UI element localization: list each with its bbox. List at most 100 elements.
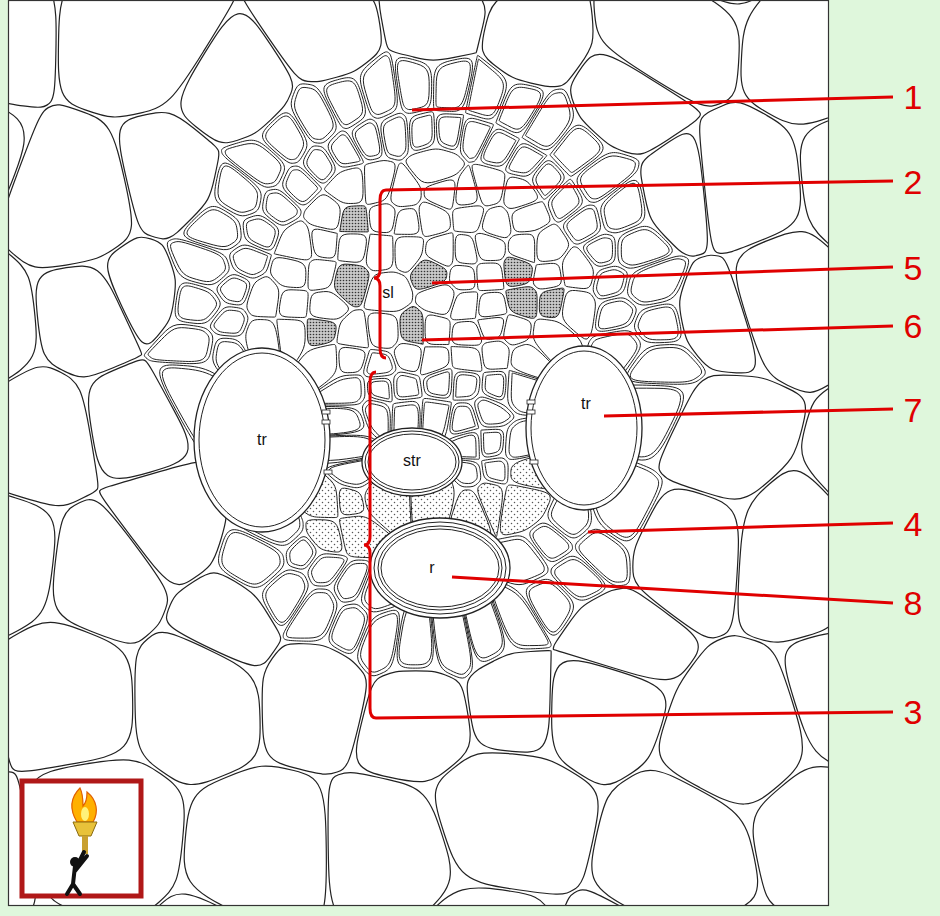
companion-cell <box>340 206 369 232</box>
sclerenchyma-cell <box>308 554 347 586</box>
sclerenchyma-cell <box>144 324 212 363</box>
cell-lumen <box>363 56 395 115</box>
phloem-cell <box>504 177 538 208</box>
cell-lumen <box>439 117 461 146</box>
parenchyma-cell <box>9 367 98 506</box>
phloem-cell <box>452 321 482 345</box>
phloem-cell <box>419 202 450 236</box>
cell-lumen <box>266 116 304 160</box>
sclerenchyma-cell <box>475 397 514 427</box>
sclerenchyma-cell <box>634 304 681 343</box>
sclerenchyma-cell <box>423 369 452 398</box>
phloem-cell <box>504 315 531 345</box>
torch-icon <box>22 781 141 896</box>
phloem-cell <box>478 318 504 340</box>
vessels <box>194 346 642 618</box>
cell-lumen <box>355 123 379 156</box>
cell-lumen <box>312 557 344 583</box>
cell-lumen <box>587 238 613 263</box>
cell-label: str <box>403 453 421 469</box>
parenchyma-cell <box>9 105 132 268</box>
parenchyma-cell <box>552 661 666 785</box>
parenchyma-cell <box>467 651 551 753</box>
phloem-cell <box>533 263 561 289</box>
parenchyma-cell <box>108 237 176 344</box>
cell-lumen <box>214 310 244 333</box>
trachea-vessel <box>531 351 637 505</box>
phloem-cell <box>453 206 484 233</box>
wall-pit <box>530 460 538 464</box>
leader-line <box>588 523 893 532</box>
sclerenchyma-cell <box>482 371 506 399</box>
wall-pit <box>322 410 330 414</box>
parenchyma-cell <box>592 770 758 905</box>
parenchyma-cell <box>328 773 450 905</box>
wall-pit <box>527 400 535 404</box>
tissue-cells <box>9 1 828 905</box>
cell-lumen <box>630 348 701 383</box>
phloem-cell <box>247 277 279 317</box>
parenchyma-cell <box>785 633 828 779</box>
phloem-cell <box>415 285 454 315</box>
cell-label: tr <box>581 396 591 412</box>
cell-lumen <box>178 286 217 321</box>
cell-lumen <box>484 432 502 454</box>
sclerenchyma-cell <box>453 372 480 400</box>
sclerenchyma-cell <box>593 266 627 299</box>
phloem-cell <box>394 209 419 235</box>
cell-lumen <box>371 381 390 399</box>
sclerenchyma-cell <box>395 58 431 114</box>
cell-lumen <box>412 115 432 147</box>
parenchyma-cell <box>379 1 485 60</box>
parenchyma-cell <box>145 894 274 905</box>
ring-trachea <box>374 522 506 614</box>
callout-number: 3 <box>904 695 923 729</box>
sclerenchyma-cell <box>324 78 366 129</box>
leader-line <box>604 409 893 416</box>
parenchyma-cell <box>262 644 366 775</box>
callout-number: 7 <box>904 393 923 427</box>
cell-lumen <box>290 540 313 566</box>
cell-lumen <box>383 117 405 156</box>
sclerenchyma-cell <box>628 256 689 305</box>
bracket <box>374 190 386 358</box>
cell-lumen <box>478 400 510 424</box>
cell-lumen <box>246 219 275 247</box>
torch-flame-core <box>81 807 89 821</box>
phloem-cell <box>482 206 510 237</box>
sclerenchyma-cell <box>410 112 435 151</box>
phloem-cell <box>394 344 421 372</box>
cell-lumen <box>597 270 624 296</box>
cell-lumen <box>220 278 246 302</box>
phloem-cell <box>391 163 421 206</box>
parenchyma-cell <box>356 671 470 782</box>
phloem-cell <box>338 234 367 262</box>
ring-trachea <box>378 526 502 610</box>
spiral-trachea <box>368 434 456 490</box>
cell-lumen <box>598 301 632 329</box>
sclerenchyma-cell <box>175 283 220 324</box>
phloem-cell <box>450 265 475 289</box>
cell-lumen <box>307 150 332 180</box>
phloem-cell <box>479 292 507 316</box>
cell-lumen <box>427 372 450 395</box>
parenchyma-cell <box>9 492 55 639</box>
phloem-cell <box>274 221 311 260</box>
sclerenchyma-cell <box>210 307 248 336</box>
sclerenchyma-cell <box>601 180 645 232</box>
phloem-cell <box>451 292 478 320</box>
callout-number: 1 <box>904 80 923 114</box>
phloem-cell <box>477 263 504 291</box>
sclerenchyma-cell <box>184 206 241 249</box>
sclerenchyma-cell <box>394 372 422 399</box>
sclerenchyma-cell <box>352 119 382 160</box>
phloem-cell <box>312 229 337 258</box>
cell-lumen <box>397 61 429 110</box>
phloem-cell <box>562 247 593 289</box>
phloem-cell <box>337 310 368 348</box>
cell-lumen <box>327 81 363 125</box>
parenchyma-cell <box>741 1 828 124</box>
phloem-cell <box>271 258 306 288</box>
sclerenchyma-cell <box>596 298 637 331</box>
